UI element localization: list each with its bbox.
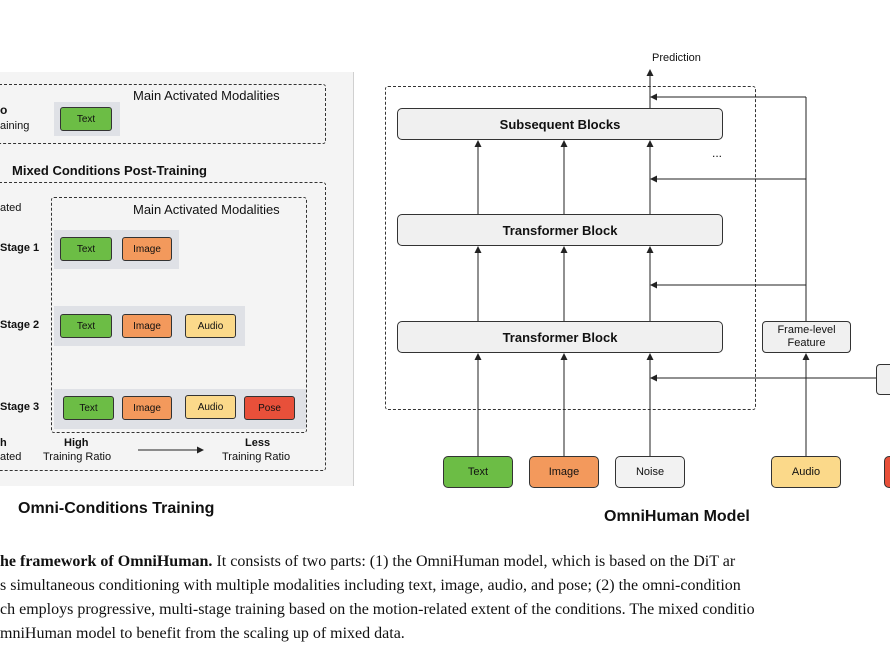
- high-training-ratio: Training Ratio: [43, 451, 112, 463]
- prediction-label: Prediction: [652, 52, 701, 64]
- chip-image-stage3: Image: [122, 396, 172, 420]
- omni-conditions-title: Omni-Conditions Training: [18, 500, 215, 517]
- omnihuman-model-box: [385, 86, 756, 410]
- chip-audio-stage2: Audio: [185, 314, 236, 338]
- chip-text-stage3: Text: [63, 396, 114, 420]
- stage0-sub-fragment: aining: [0, 120, 30, 132]
- main-activated-label-top: Main Activated Modalities: [133, 88, 280, 103]
- caption-line-1: he framework of OmniHuman. It consists o…: [0, 550, 890, 574]
- less-label: Less: [245, 437, 271, 449]
- figure-caption: he framework of OmniHuman. It consists o…: [0, 550, 890, 646]
- chip-text-stage1: Text: [60, 237, 112, 261]
- frame-level-text: Frame-level: [777, 324, 836, 336]
- input-audio: Audio: [771, 456, 841, 488]
- caption-bold-title: he framework of OmniHuman.: [0, 553, 213, 570]
- post-training-title: Mixed Conditions Post-Training: [12, 163, 207, 178]
- caption-line-1-rest: It consists of two parts: (1) the OmniHu…: [212, 553, 736, 570]
- input-noise: Noise: [615, 456, 685, 488]
- chip-pose-stage3: Pose: [244, 396, 295, 420]
- caption-line-3: ch employs progressive, multi-stage trai…: [0, 601, 755, 618]
- main-activated-label-inner: Main Activated Modalities: [133, 202, 280, 217]
- chip-audio-stage3: Audio: [185, 395, 236, 419]
- chip-image-stage1: Image: [122, 237, 172, 261]
- pretraining-box: [0, 84, 326, 144]
- caption-line-4: mniHuman model to benefit from the scali…: [0, 625, 405, 642]
- omnihuman-model-title: OmniHuman Model: [604, 508, 750, 525]
- transformer-block-lower: Transformer Block: [397, 321, 723, 353]
- less-training-ratio: Training Ratio: [222, 451, 291, 463]
- frame-level-feature-box: Frame-level Feature: [762, 321, 851, 353]
- stage3-label: Stage 3: [0, 401, 40, 413]
- ellipsis-label: ...: [712, 146, 723, 160]
- post-training-box: [0, 182, 326, 471]
- caption-line-2: s simultaneous conditioning with multipl…: [0, 577, 741, 594]
- stage0-title-fragment: o: [0, 103, 8, 117]
- related-fragment: ated: [0, 202, 22, 214]
- input-image: Image: [529, 456, 599, 488]
- cropped-encoder-box: [876, 364, 890, 395]
- chip-text-stage0: Text: [60, 107, 112, 131]
- chip-text-stage2: Text: [60, 314, 112, 338]
- subsequent-blocks: Subsequent Blocks: [397, 108, 723, 140]
- bottom-left-fragment-2: ated: [0, 451, 22, 463]
- stage1-label: Stage 1: [0, 242, 40, 254]
- high-label: High: [64, 437, 89, 449]
- bottom-left-fragment-1: h: [0, 437, 7, 449]
- input-text: Text: [443, 456, 513, 488]
- chip-image-stage2: Image: [122, 314, 172, 338]
- feature-text: Feature: [787, 337, 826, 349]
- stage2-label: Stage 2: [0, 319, 40, 331]
- transformer-block-upper: Transformer Block: [397, 214, 723, 246]
- inner-activated-box: [51, 197, 307, 433]
- input-pose-cropped: [884, 456, 890, 488]
